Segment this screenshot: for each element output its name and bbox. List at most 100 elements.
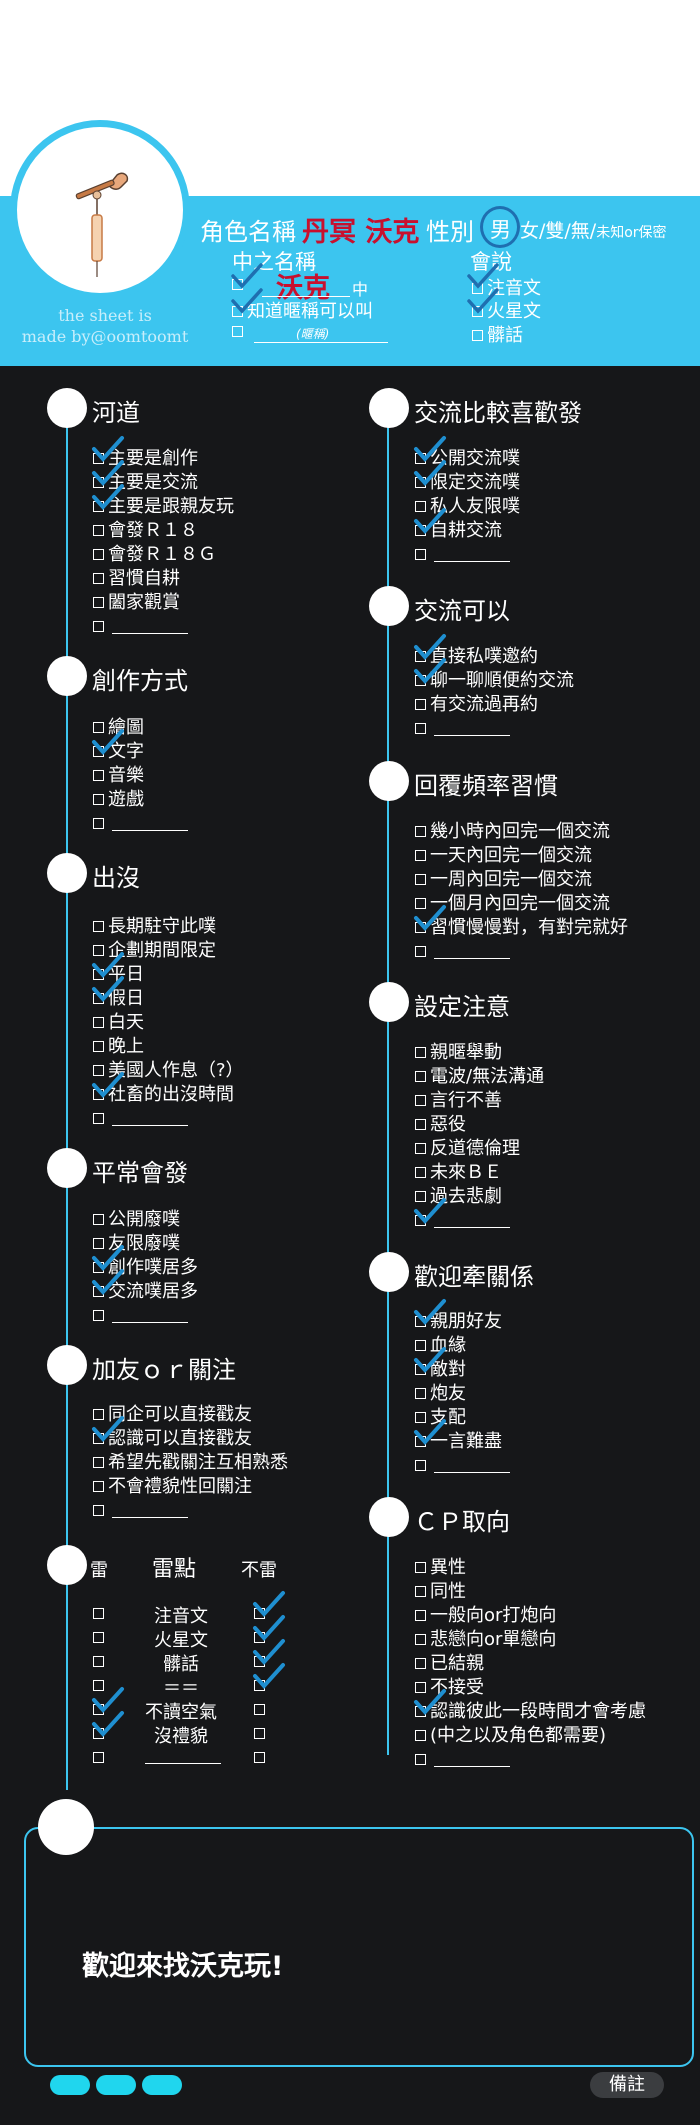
checkbox[interactable] <box>93 1752 104 1763</box>
option-friend-0[interactable]: 同企可以直接戳友 <box>93 1403 252 1427</box>
checkbox[interactable] <box>93 770 104 781</box>
checkbox[interactable] <box>93 1017 104 1028</box>
option-appear-1[interactable]: 企劃期間限定 <box>93 939 216 963</box>
checkbox[interactable] <box>93 1481 104 1492</box>
option-caution-5[interactable]: 未來ＢＥ <box>415 1161 502 1185</box>
checkbox[interactable] <box>415 1388 426 1399</box>
checkbox[interactable] <box>93 1238 104 1249</box>
mine-left-box-0[interactable] <box>93 1602 108 1626</box>
option-usual-1[interactable]: 友限廢噗 <box>93 1232 180 1256</box>
checkbox[interactable] <box>415 1634 426 1645</box>
checkbox[interactable] <box>415 1119 426 1130</box>
mine-left-box-6[interactable] <box>93 1746 108 1770</box>
checkbox[interactable] <box>93 573 104 584</box>
checkbox[interactable] <box>415 1754 426 1765</box>
checkbox[interactable] <box>93 597 104 608</box>
speech-option-martian-box[interactable] <box>472 306 483 317</box>
checkbox[interactable] <box>93 722 104 733</box>
checkbox[interactable] <box>93 1632 104 1643</box>
option-exchange_ok-3[interactable] <box>415 717 510 741</box>
checkbox[interactable] <box>415 723 426 734</box>
checkbox[interactable] <box>415 850 426 861</box>
option-appear-5[interactable]: 晚上 <box>93 1035 144 1059</box>
option-caution-6[interactable]: 過去悲劇 <box>415 1185 502 1209</box>
custom-option-line[interactable] <box>434 1457 510 1473</box>
option-cp-7[interactable]: (中之以及角色都需要) <box>415 1724 606 1748</box>
checkbox[interactable] <box>254 1728 265 1739</box>
checkbox[interactable] <box>93 1409 104 1420</box>
option-exchange_pref-2[interactable]: 私人友限噗 <box>415 495 520 519</box>
option-caution-1[interactable]: 電波/無法溝通 <box>415 1065 544 1089</box>
checkbox[interactable] <box>415 1682 426 1693</box>
page-pill-1[interactable] <box>50 2075 90 2095</box>
option-reply-2[interactable]: 一周內回完一個交流 <box>415 868 592 892</box>
checkbox[interactable] <box>415 826 426 837</box>
speech-option-swear-box[interactable] <box>472 330 483 341</box>
mine-right-box-6[interactable] <box>254 1746 269 1770</box>
option-river-6[interactable]: 闔家觀賞 <box>93 591 180 615</box>
checkbox[interactable] <box>254 1752 265 1763</box>
checkbox[interactable] <box>93 549 104 560</box>
checkbox[interactable] <box>93 1214 104 1225</box>
option-relation-6[interactable] <box>415 1454 510 1478</box>
option-friend-4[interactable] <box>93 1499 188 1523</box>
checkbox[interactable] <box>415 1460 426 1471</box>
option-cp-8[interactable] <box>415 1748 510 1772</box>
checkbox[interactable] <box>93 818 104 829</box>
checkbox[interactable] <box>415 1047 426 1058</box>
option-caution-4[interactable]: 反道德倫理 <box>415 1137 520 1161</box>
checkbox[interactable] <box>415 1730 426 1741</box>
option-creation-0[interactable]: 繪圖 <box>93 716 144 740</box>
option-caution-2[interactable]: 言行不善 <box>415 1089 502 1113</box>
option-reply-1[interactable]: 一天內回完一個交流 <box>415 844 592 868</box>
option-river-7[interactable] <box>93 615 188 639</box>
checkbox[interactable] <box>93 921 104 932</box>
checkbox[interactable] <box>254 1704 265 1715</box>
checkbox[interactable] <box>415 898 426 909</box>
option-reply-0[interactable]: 幾小時內回完一個交流 <box>415 820 610 844</box>
mine-right-box-4[interactable] <box>254 1698 269 1722</box>
checkbox[interactable] <box>93 1457 104 1468</box>
mine-right-box-5[interactable] <box>254 1722 269 1746</box>
option-cp-4[interactable]: 已結親 <box>415 1652 484 1676</box>
custom-option-line[interactable] <box>112 1502 188 1518</box>
checkbox[interactable] <box>415 1071 426 1082</box>
mine-left-box-2[interactable] <box>93 1650 108 1674</box>
custom-option-line[interactable] <box>112 618 188 634</box>
mine-left-box-1[interactable] <box>93 1626 108 1650</box>
option-appear-4[interactable]: 白天 <box>93 1011 144 1035</box>
checkbox[interactable] <box>415 1095 426 1106</box>
option-usual-4[interactable] <box>93 1304 188 1328</box>
remark-button[interactable]: 備註 <box>590 2072 664 2098</box>
checkbox[interactable] <box>93 1656 104 1667</box>
checkbox[interactable] <box>415 549 426 560</box>
mine-left-box-3[interactable] <box>93 1674 108 1698</box>
checkbox[interactable] <box>93 1505 104 1516</box>
custom-option-line[interactable] <box>434 546 510 562</box>
option-usual-0[interactable]: 公開廢噗 <box>93 1208 180 1232</box>
option-caution-3[interactable]: 惡役 <box>415 1113 466 1137</box>
option-appear-0[interactable]: 長期駐守此噗 <box>93 915 216 939</box>
checkbox[interactable] <box>93 1608 104 1619</box>
option-cp-1[interactable]: 同性 <box>415 1580 466 1604</box>
option-appear-8[interactable] <box>93 1107 188 1131</box>
checkbox[interactable] <box>415 501 426 512</box>
option-friend-3[interactable]: 不會禮貌性回關注 <box>93 1475 252 1499</box>
option-appear-6[interactable]: 美國人作息（?） <box>93 1059 244 1083</box>
checkbox[interactable] <box>415 1340 426 1351</box>
option-creation-3[interactable]: 遊戲 <box>93 788 144 812</box>
option-exchange_ok-2[interactable]: 有交流過再約 <box>415 693 538 717</box>
checkbox[interactable] <box>93 621 104 632</box>
checkbox[interactable] <box>93 794 104 805</box>
option-river-3[interactable]: 會發Ｒ１８ <box>93 519 198 543</box>
option-cp-6[interactable]: 認識彼此一段時間才會考慮 <box>415 1700 646 1724</box>
option-cp-3[interactable]: 悲戀向or單戀向 <box>415 1628 556 1652</box>
option-reply-3[interactable]: 一個月內回完一個交流 <box>415 892 610 916</box>
option-friend-2[interactable]: 希望先戳關注互相熟悉 <box>93 1451 288 1475</box>
custom-option-line[interactable] <box>112 815 188 831</box>
option-caution-0[interactable]: 親暱舉動 <box>415 1041 502 1065</box>
option-creation-4[interactable] <box>93 812 188 836</box>
page-pill-3[interactable] <box>142 2075 182 2095</box>
checkbox[interactable] <box>415 1586 426 1597</box>
custom-option-line[interactable] <box>112 1110 188 1126</box>
